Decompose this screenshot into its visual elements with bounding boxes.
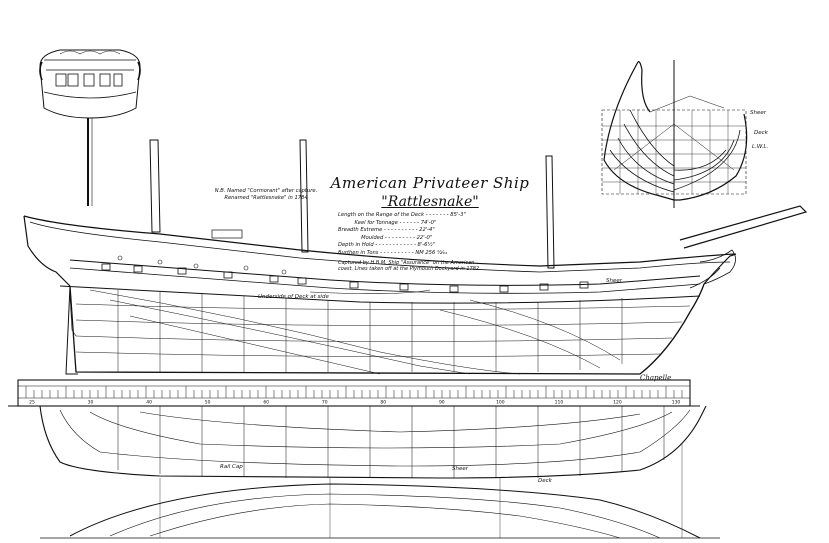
scale-bar: 25 30 40 50 60 70 80 90 100 110 120 130 <box>8 379 700 407</box>
capture-note-line: coast. Lines taken off at the Plymouth D… <box>338 266 480 273</box>
spec-value: 85'-3" <box>450 212 466 218</box>
plan-label-sheer: Sheer <box>452 466 469 472</box>
spec-value: 74'-0" <box>420 219 437 226</box>
drawing-title: American Privateer Ship <box>330 174 530 192</box>
sheer-profile-label: Sheer <box>606 278 623 284</box>
scale-number: 40 <box>146 400 152 406</box>
scale-number: 60 <box>263 400 269 406</box>
capture-note: Captured by H.B.M. Ship "Assurance" on t… <box>338 260 538 273</box>
scale-number: 80 <box>380 400 386 406</box>
spec-label: Length on the Range of the Deck <box>338 212 424 218</box>
body-lwl-label: L.W.L. <box>752 144 769 150</box>
body-deck-label: Deck <box>754 130 768 136</box>
scale-number: 25 <box>29 400 35 406</box>
spec-row: Moulded - - - - - - - - - 22'-0" <box>361 234 433 241</box>
ship-name: "Rattlesnake" <box>381 194 479 210</box>
scale-number: 100 <box>496 400 505 406</box>
spec-label: Burthen in Tons <box>338 249 379 256</box>
spec-label: Breadth Extreme <box>338 227 383 234</box>
body-sheer-label: Sheer <box>750 110 767 116</box>
half-breadth-plan <box>39 405 720 539</box>
spec-label: Keel for Tonnage <box>354 219 398 226</box>
scale-number: 30 <box>88 400 94 406</box>
spec-row: Keel for Tonnage - - - - - - 74'-0" <box>354 219 437 226</box>
scale-number: 70 <box>322 400 328 406</box>
scale-number: 130 <box>672 400 681 406</box>
masts <box>149 139 808 269</box>
body-plan <box>601 60 748 208</box>
scale-number: 90 <box>439 400 445 406</box>
spec-value: NM 256 ½⁄₉₄ <box>415 249 447 256</box>
spec-value: 22'-0" <box>416 234 433 241</box>
scale-number: 120 <box>613 400 622 406</box>
underside-deck-label: Underside of Deck at side <box>258 294 329 300</box>
spec-label: Moulded <box>361 234 384 241</box>
spec-row: Burthen in Tons - - - - - - - - - - NM 2… <box>338 249 447 256</box>
drawing-title-block: American Privateer Ship "Rattlesnake" <box>330 174 530 210</box>
spec-value: 8'-6½" <box>417 242 435 249</box>
spec-row: Length on the Range of the Deck - - - - … <box>338 212 466 218</box>
spec-row: Depth in Hold - - - - - - - - - - - - 8'… <box>338 242 435 249</box>
spec-label: Depth in Hold <box>338 242 374 249</box>
spec-row: Breadth Extreme - - - - - - - - - - 22'-… <box>338 227 435 234</box>
note-line: N.B. Named "Cormorant" after capture. <box>214 188 318 194</box>
scale-number: 50 <box>205 400 211 406</box>
specifications-table: Length on the Range of the Deck - - - - … <box>338 212 538 273</box>
capture-name-note: N.B. Named "Cormorant" after capture. Re… <box>196 188 336 201</box>
scale-number: 110 <box>555 400 564 406</box>
stern-view <box>39 49 141 206</box>
capture-note-line: Captured by H.B.M. Ship "Assurance" on t… <box>338 259 475 266</box>
plan-label-rail: Rail Cap <box>220 464 243 470</box>
signature: Chapelle <box>640 374 672 382</box>
plan-label-deck: Deck <box>538 478 552 484</box>
spec-value: 22'-4" <box>419 227 435 234</box>
note-line: Renamed "Rattlesnake" in 1784 <box>224 194 308 201</box>
sheer-profile <box>23 215 737 375</box>
